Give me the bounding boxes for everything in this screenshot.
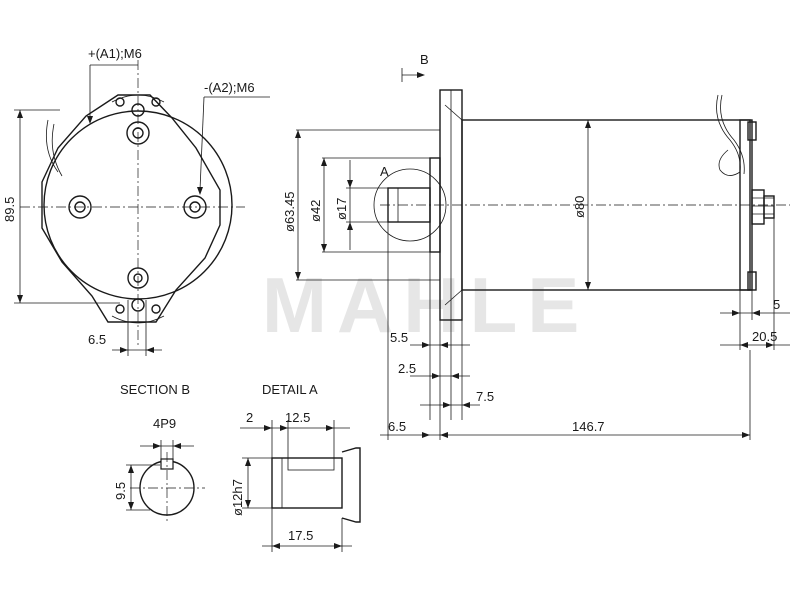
dim-section-9-5: 9.5 — [113, 482, 128, 500]
dim-flange-dia: ø63.45 — [282, 192, 297, 232]
dim-7-5: 7.5 — [476, 389, 494, 404]
dim-end-5: 5 — [773, 297, 780, 312]
dim-body-dia: ø80 — [572, 196, 587, 218]
wire-lead-front — [45, 119, 63, 177]
dim-key-4p9: 4P9 — [153, 416, 176, 431]
dim-offset-6-5: 6.5 — [88, 332, 106, 347]
watermark-logo: MAHLE — [262, 261, 589, 349]
detail-a-view: DETAIL A 2 12.5 ø12h7 17.5 — [230, 382, 361, 552]
dim-height-89-5: 89.5 — [2, 197, 17, 222]
terminal-stud-side — [751, 189, 775, 225]
side-view: B A — [282, 52, 790, 440]
dim-detail-12-5: 12.5 — [285, 410, 310, 425]
front-flange-outline — [41, 94, 221, 323]
dim-detail-17-5: 17.5 — [288, 528, 313, 543]
dim-146-7: 146.7 — [572, 419, 605, 434]
detail-shaft — [271, 457, 343, 509]
dim-end-20-5: 20.5 — [752, 329, 777, 344]
dim-detail-2: 2 — [246, 410, 253, 425]
section-b-title: SECTION B — [120, 382, 190, 397]
dim-5-5: 5.5 — [390, 330, 408, 345]
label-terminal-a2: -(A2);M6 — [204, 80, 255, 95]
detail-a-callout — [373, 168, 447, 242]
detail-marker-a: A — [380, 164, 389, 179]
dim-6-5: 6.5 — [388, 419, 406, 434]
section-marker-b: B — [420, 52, 429, 67]
detail-a-title: DETAIL A — [262, 382, 318, 397]
dim-shaft-dia: ø17 — [334, 198, 349, 220]
section-b-view: SECTION B 4P9 9.5 — [113, 382, 205, 524]
front-view: +(A1);M6 -(A2);M6 89.5 6.5 — [2, 46, 270, 356]
wire-lead-side — [716, 94, 741, 176]
dim-detail-dia: ø12h7 — [230, 479, 245, 516]
dim-2-5: 2.5 — [398, 361, 416, 376]
dim-pilot-dia: ø42 — [308, 200, 323, 222]
label-terminal-a1: +(A1);M6 — [88, 46, 142, 61]
